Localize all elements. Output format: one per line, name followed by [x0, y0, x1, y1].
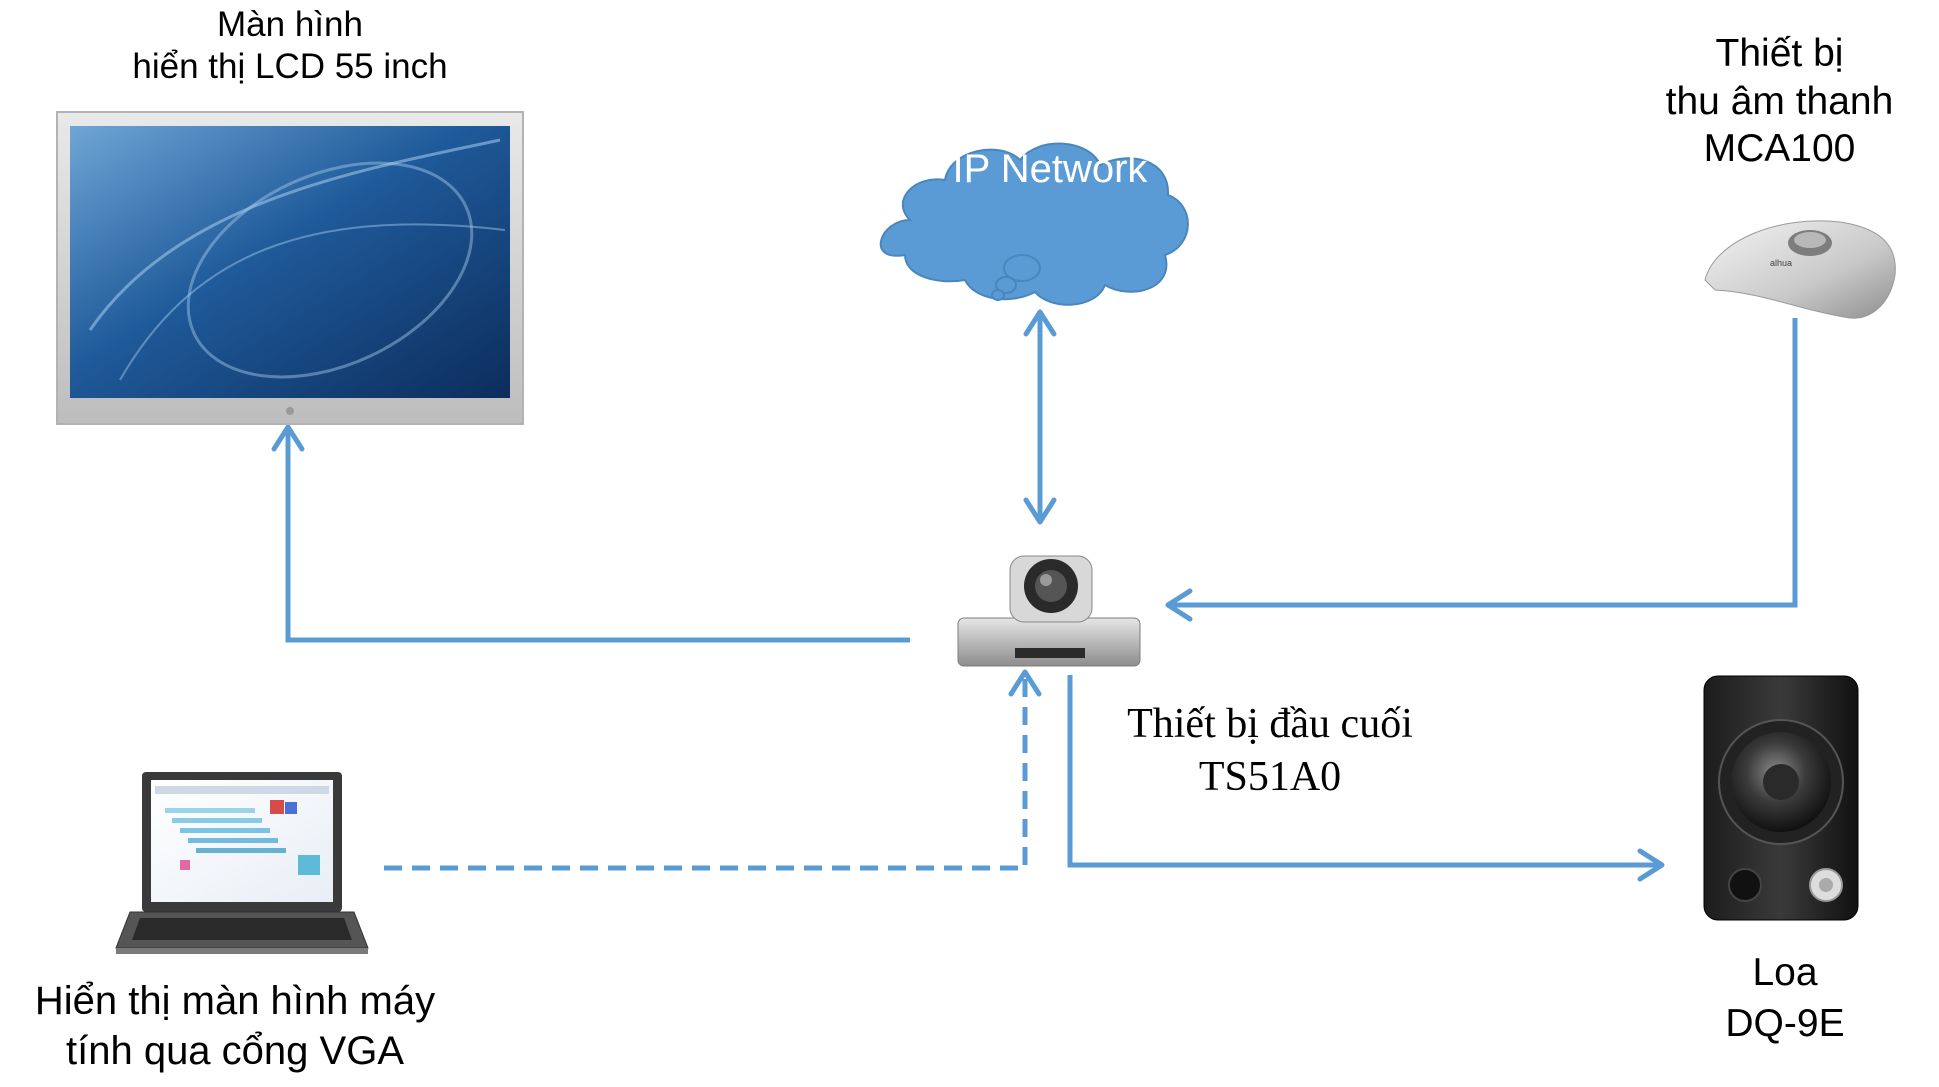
speaker-label: Loa DQ-9E	[1700, 948, 1870, 1049]
microphone-icon: alhua	[1704, 220, 1896, 319]
svg-text:alhua: alhua	[1770, 258, 1792, 268]
connector-terminal-to-speaker	[1067, 675, 1662, 868]
connector-laptop-to-terminal	[384, 672, 1028, 871]
terminal-label-line2: TS51A0	[1198, 753, 1342, 800]
laptop-icon	[115, 772, 369, 954]
speaker-icon	[1703, 675, 1859, 921]
lcd-label: Màn hình hiển thị LCD 55 inch	[100, 4, 480, 88]
connectors	[271, 309, 1798, 882]
terminal-label: Thiết bị đầu cuối TS51A0	[1090, 698, 1450, 803]
lcd-label-line2: hiển thị LCD 55 inch	[132, 47, 448, 86]
lcd-monitor-icon	[56, 111, 524, 425]
laptop-label: Hiển thị màn hình máy tính qua cổng VGA	[0, 976, 470, 1076]
laptop-label-line1: Hiển thị màn hình máy	[34, 979, 436, 1023]
cloud-icon	[879, 142, 1189, 306]
video-conference-camera-icon	[957, 555, 1141, 667]
arrow-head-icon	[1637, 848, 1665, 882]
arrow-head-icon	[1023, 309, 1057, 337]
mic-label-line1: Thiết bị	[1715, 32, 1844, 75]
lcd-label-line1: Màn hình	[217, 5, 363, 44]
arrow-head-icon	[1165, 588, 1193, 622]
connector-terminal-to-lcd	[285, 427, 910, 643]
network-label: IP Network	[930, 145, 1170, 193]
arrow-head-icon	[271, 424, 305, 452]
laptop-label-line2: tính qua cổng VGA	[65, 1029, 404, 1073]
connector-mic-to-terminal	[1168, 318, 1798, 608]
arrow-head-icon	[1008, 669, 1042, 697]
speaker-label-line1: Loa	[1752, 951, 1818, 994]
network-label-text: IP Network	[952, 147, 1148, 191]
mic-label-line2: thu âm thanh	[1665, 79, 1894, 123]
mic-label: Thiết bị thu âm thanh MCA100	[1620, 30, 1939, 173]
terminal-label-line1: Thiết bị đầu cuối	[1127, 701, 1413, 747]
mic-label-line3: MCA100	[1703, 127, 1856, 171]
speaker-label-line2: DQ-9E	[1725, 1001, 1845, 1045]
arrow-head-icon	[1023, 497, 1057, 525]
